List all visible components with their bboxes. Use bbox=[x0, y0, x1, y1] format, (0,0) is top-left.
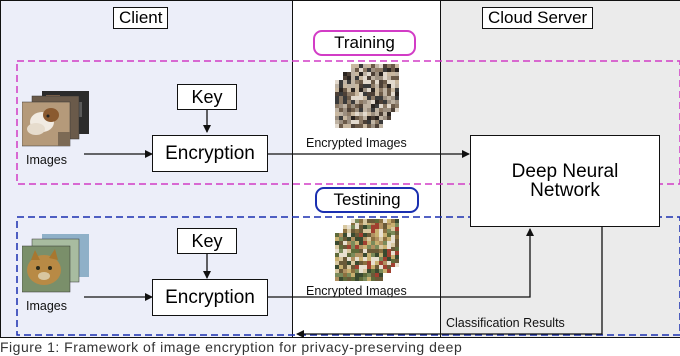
dnn-label-line2: Network bbox=[530, 180, 600, 201]
images-label-testing: Images bbox=[26, 299, 67, 313]
dnn-label-line1: Deep Neural bbox=[511, 161, 619, 182]
encrypted-image-layer bbox=[335, 233, 383, 281]
training-region bbox=[16, 60, 680, 185]
training-encrypted-images-stack bbox=[335, 64, 399, 128]
testing-encrypted-images-stack bbox=[335, 219, 399, 281]
images-label-training: Images bbox=[26, 153, 67, 167]
testing-phase-label: Testining bbox=[315, 187, 419, 213]
cloud-server-label: Cloud Server bbox=[482, 7, 594, 29]
diagram-connectors bbox=[16, 60, 680, 338]
encrypted-image-layer bbox=[335, 80, 383, 128]
training-phase-label: Training bbox=[313, 30, 416, 56]
training-images-stack bbox=[22, 91, 89, 147]
testing-images-stack bbox=[22, 234, 89, 293]
key-box-testing: Key bbox=[177, 228, 237, 254]
transfer-panel bbox=[293, 0, 440, 338]
deep-neural-network-box: Deep Neural Network bbox=[470, 135, 660, 227]
encryption-box-training: Encryption bbox=[152, 135, 268, 172]
figure-caption: Figure 1: Framework of image encryption … bbox=[0, 339, 463, 355]
encryption-to-dnn-arrow-testing bbox=[267, 228, 534, 298]
classification-results-label: Classification Results bbox=[446, 316, 565, 330]
client-label: Client bbox=[113, 7, 169, 29]
testing-region bbox=[16, 216, 680, 336]
encryption-box-testing: Encryption bbox=[152, 279, 268, 316]
key-box-training: Key bbox=[177, 84, 237, 110]
classification-results-arrow bbox=[296, 227, 603, 338]
encrypted-images-label-testing: Encrypted Images bbox=[306, 284, 407, 298]
encrypted-images-label-training: Encrypted Images bbox=[306, 136, 407, 150]
